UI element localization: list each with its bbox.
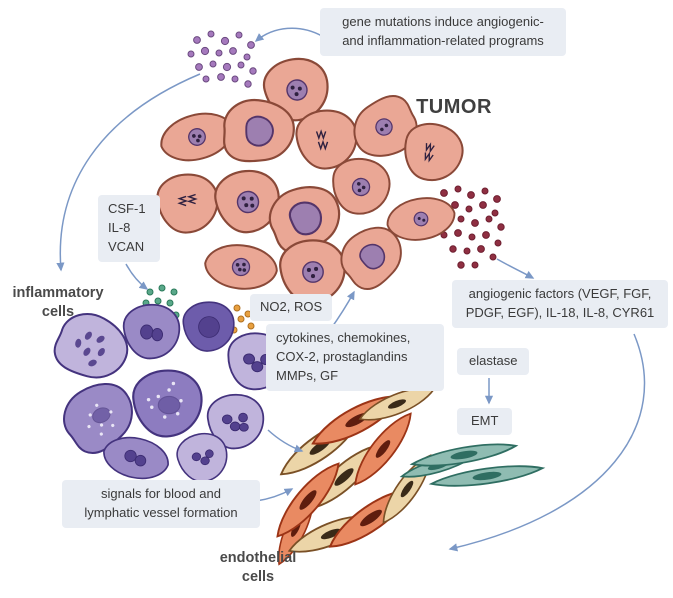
csf-il8-vcan-box: CSF-1 IL-8 VCAN [98, 195, 160, 262]
cytokines-box: cytokines, chemokines, COX-2, prostaglan… [266, 324, 444, 391]
endothelial-cells-label: endothelial cells [219, 550, 297, 585]
secreted-factors-green-dots [142, 284, 180, 319]
arrow-factors-to-inflammatory [56, 73, 201, 272]
inflammatory-cells-label: inflammatory cells [12, 285, 104, 320]
gene-mutations-note: gene mutations induce angiogenic- and in… [320, 8, 566, 56]
elastase-box: elastase [457, 348, 530, 375]
arrow-genebox-to-factors [254, 27, 323, 42]
no2-ros-box: NO2, ROS [250, 294, 333, 321]
tumor-cell-cluster [154, 53, 470, 304]
arrow-angiogenic-to-endothelial [448, 333, 646, 552]
inflammatory-cell-cluster [43, 300, 291, 487]
angiogenic-factors-box: angiogenic factors (VEGF, FGF, PDGF, EGF… [452, 280, 668, 328]
arrow-tumor-to-angiogenic [496, 258, 535, 279]
arrow-inflammatory-to-endothelial [267, 429, 304, 453]
flow-arrows [56, 27, 646, 552]
secreted-factors-purple-dots [187, 30, 257, 88]
arrow-csf-to-cells [125, 263, 149, 290]
arrow-signals-to-endothelial [255, 488, 294, 502]
mesenchymal-cells [399, 437, 546, 493]
tumor-label: TUMOR [416, 96, 492, 118]
emt-box: EMT [457, 408, 513, 435]
endothelial-cell-cluster [267, 379, 440, 570]
vessel-signals-box: signals for blood and lymphatic vessel f… [62, 480, 260, 528]
